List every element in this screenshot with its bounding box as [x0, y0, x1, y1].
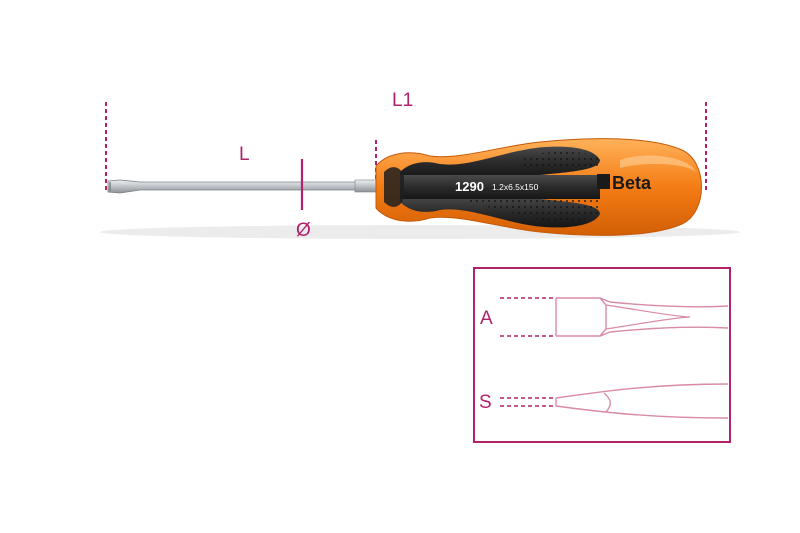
tip-width-label: A	[480, 308, 493, 329]
screwdriver-blade	[107, 179, 361, 194]
blade-collar	[354, 179, 378, 193]
beta-logo: Beta	[597, 173, 652, 193]
tip-front-view	[555, 297, 729, 337]
screwdriver-handle	[375, 138, 702, 236]
tip-side-view	[555, 383, 729, 419]
tip-thickness-label: S	[479, 392, 492, 413]
diameter-label: Ø	[296, 220, 311, 241]
beta-logo-text: Beta	[612, 173, 652, 193]
tip-front-groove	[605, 304, 691, 330]
beta-logo-mark	[597, 174, 610, 189]
handle-size-text: 1.2x6.5x150	[492, 182, 539, 192]
tip-detail-panel	[473, 267, 731, 443]
length-label: L	[239, 144, 250, 165]
total-length-label: L1	[392, 90, 414, 111]
handle-article-number: 1290	[455, 179, 484, 194]
